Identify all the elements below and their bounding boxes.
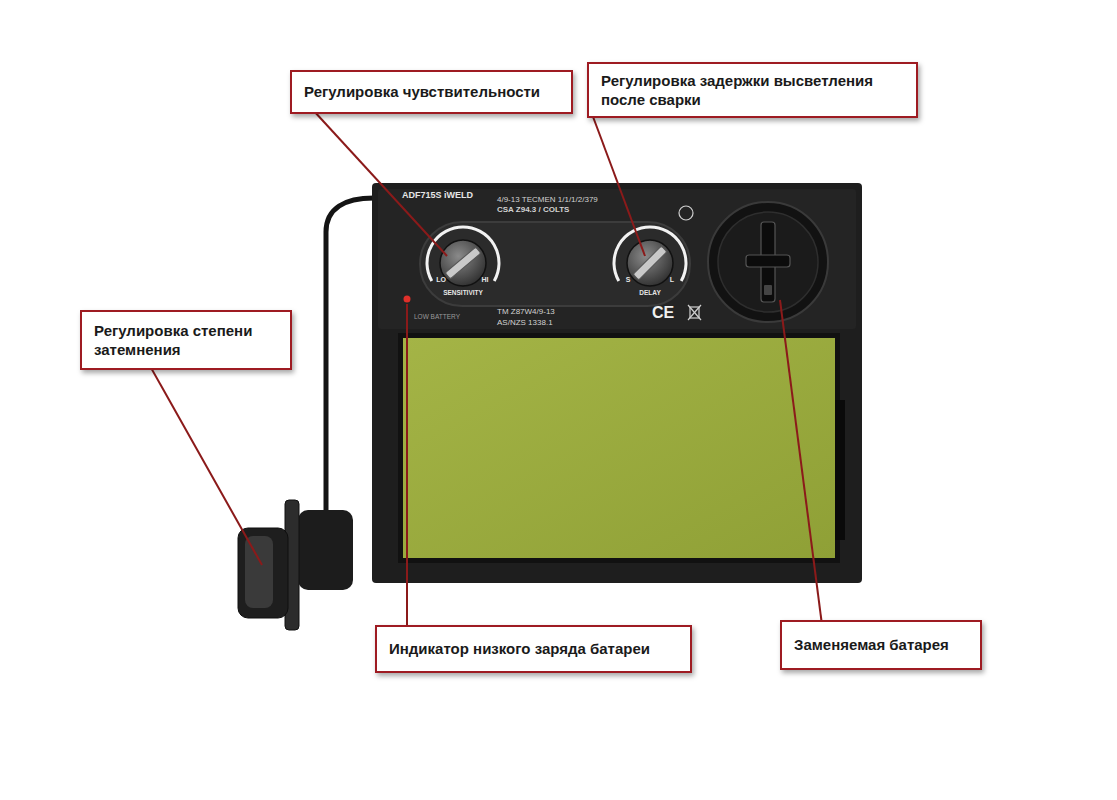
callout-box: Регулировка задержки высветления после с… xyxy=(587,62,918,118)
device-marking: 4/9-13 TECMEN 1/1/1/2/379 xyxy=(497,196,598,204)
callout-text: Регулировка степени затемнения xyxy=(94,321,278,360)
leader-line xyxy=(313,110,447,256)
glass-frame xyxy=(398,333,840,563)
device-marking: SENSITIVITY xyxy=(443,290,483,297)
device-marking: CE xyxy=(652,305,674,321)
device-marking: ADF715S iWELD xyxy=(402,191,473,200)
disposal-icon xyxy=(688,305,701,320)
device-marking: HI xyxy=(482,276,489,283)
leader-line xyxy=(150,366,262,565)
callout-text: Заменяемая батарея xyxy=(794,635,949,655)
filter-body xyxy=(372,183,862,583)
callout-text: Регулировка чувствительности xyxy=(304,82,540,102)
low-battery-led xyxy=(404,296,411,303)
device-marking: TM Z87W4/9-13 xyxy=(497,308,555,316)
knob-bridge xyxy=(420,222,690,306)
callout-box: Индикатор низкого заряда батареи xyxy=(375,625,692,673)
sensor-cable xyxy=(326,198,374,512)
battery-cap xyxy=(708,202,828,322)
sensitivity-knob xyxy=(427,227,499,286)
callout-text: Индикатор низкого заряда батареи xyxy=(389,639,650,659)
glass-clip xyxy=(835,400,845,540)
callout-text: Регулировка задержки высветления после с… xyxy=(601,71,904,110)
shade-control xyxy=(238,500,353,630)
delay-knob xyxy=(614,227,686,286)
device-marking: CSA Z94.3 / COLTS xyxy=(497,206,569,214)
device-marking: S xyxy=(626,276,631,283)
device-marking: AS/NZS 1338.1 xyxy=(497,319,553,327)
callout-box: Регулировка степени затемнения xyxy=(80,310,292,370)
leader-line xyxy=(780,300,822,625)
leader-line xyxy=(592,114,645,256)
power-icon xyxy=(679,206,693,220)
filter-top-panel xyxy=(378,189,856,329)
device-marking: L xyxy=(670,276,674,283)
filter-glass xyxy=(403,338,835,558)
leader-lines xyxy=(150,110,822,630)
device-marking: LO xyxy=(436,276,446,283)
device-marking: DELAY xyxy=(639,290,660,297)
callout-box: Заменяемая батарея xyxy=(780,620,982,670)
device-marking: LOW BATTERY xyxy=(414,314,460,321)
leader-line xyxy=(406,304,408,630)
callout-box: Регулировка чувствительности xyxy=(290,70,573,114)
